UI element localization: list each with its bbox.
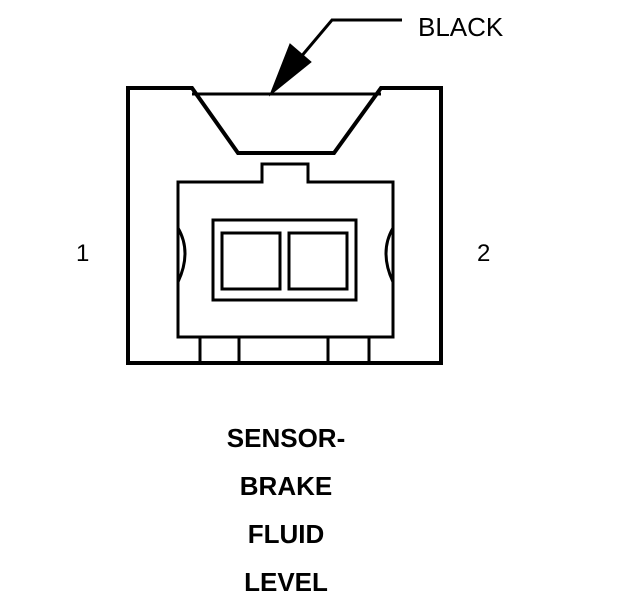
terminal-block — [211, 218, 358, 302]
pin-number-1: 1 — [76, 240, 90, 267]
connector-housing — [126, 86, 443, 365]
left-foot — [198, 337, 241, 363]
callout-leader — [298, 18, 402, 59]
pin-number-2: 2 — [477, 240, 491, 267]
title-line-3: FLUID — [247, 519, 325, 549]
color-label: BLACK — [418, 12, 504, 42]
terminal-pin-2 — [287, 231, 349, 291]
connector-title: SENSOR- BRAKE FLUID LEVEL — [186, 420, 386, 600]
title-line-2: BRAKE — [239, 471, 333, 501]
title-line-4: LEVEL — [244, 567, 328, 597]
right-foot — [326, 337, 371, 363]
right-latch — [384, 227, 395, 283]
terminal-pin-1 — [220, 231, 282, 291]
title-line-1: SENSOR- — [226, 423, 346, 453]
callout-arrowhead — [268, 43, 312, 97]
left-latch — [176, 227, 187, 283]
terminal-cavity — [176, 162, 395, 339]
